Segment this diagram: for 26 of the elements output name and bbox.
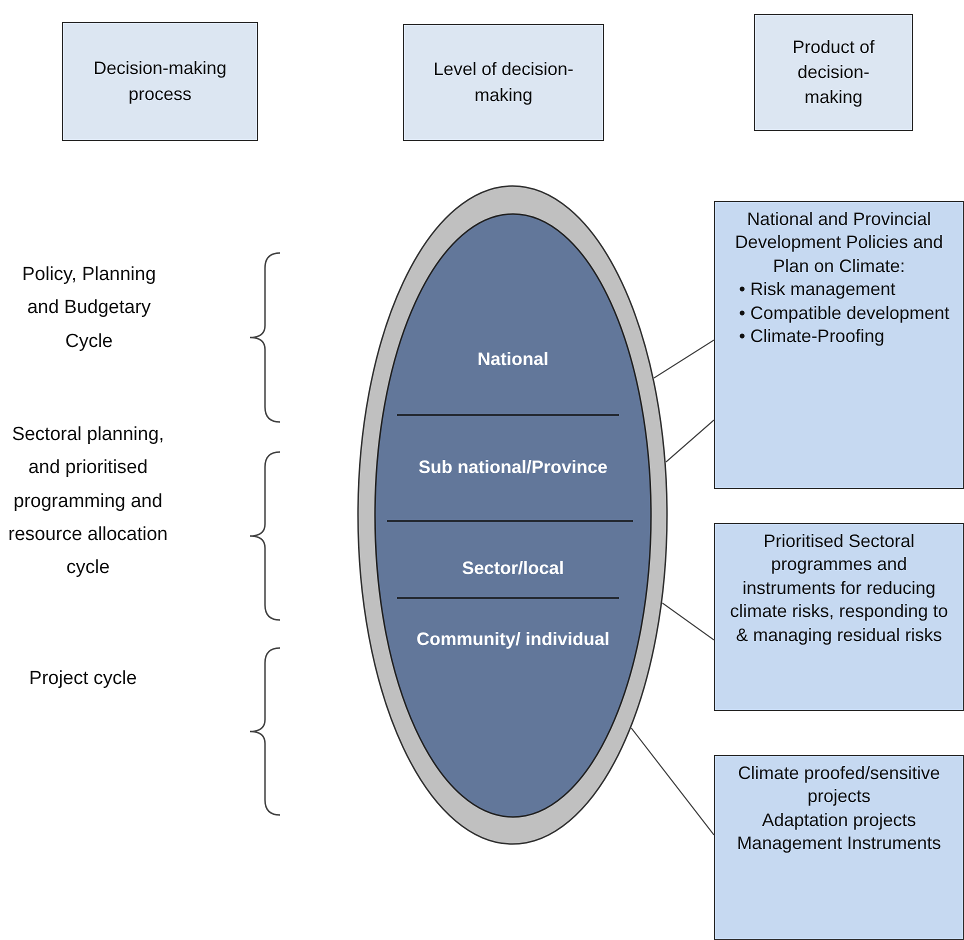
header-box: Level of decision-making	[403, 24, 604, 141]
header-box: Product of decision-making	[754, 14, 913, 131]
box-heading: National and Provincial Development Policies and Plan on Climate:	[734, 208, 944, 278]
leader-line	[666, 420, 714, 462]
bullet-item: • Compatible development	[739, 302, 950, 325]
cycle-label: Project cycle	[28, 667, 138, 691]
level-label: Sub national/Province	[403, 433, 623, 503]
level-label: Community/ individual	[413, 606, 613, 674]
product-box	[714, 201, 964, 489]
bullet-item: • Climate-Proofing	[739, 324, 886, 348]
cycle-label: Sectoral planning, and prioritised programming and resource allocation cycle	[7, 423, 169, 580]
leader-line	[654, 340, 714, 378]
cycle-label: Policy, Planning and Budgetary Cycle	[21, 263, 157, 354]
leader-line	[662, 602, 714, 640]
inner-ellipse	[374, 213, 652, 818]
product-box	[714, 755, 964, 940]
box-text: Management Instruments	[736, 832, 942, 856]
header-box: Decision-making process	[62, 22, 258, 141]
level-label: National	[413, 339, 613, 381]
leader-line	[630, 728, 714, 836]
outer-ellipse	[357, 185, 668, 845]
product-box: Prioritised Sectoral programmes and instruments for reducing climate risks, responding to & managing residual risks	[714, 523, 964, 711]
bullet-item: • Risk management	[739, 278, 896, 302]
level-label: Sector/local	[413, 550, 613, 588]
box-text: Climate proofed/sensitive projects	[736, 762, 942, 808]
box-text: Adaptation projects	[760, 808, 918, 832]
